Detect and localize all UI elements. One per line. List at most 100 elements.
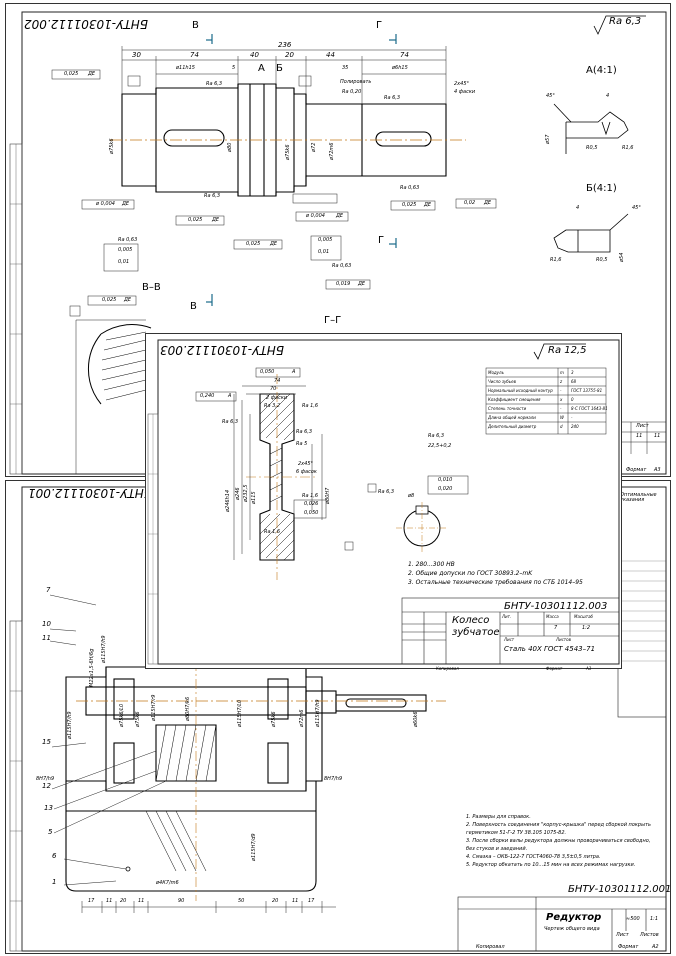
part-number-13: 13 <box>44 804 53 812</box>
params-row-2: Число зубьев z 68 <box>487 378 606 387</box>
assembly-tb-name: Редуктор <box>546 912 602 923</box>
fit-13: ø4К7/m6 <box>156 880 179 886</box>
rough-ra63-a: Ra 6,3 <box>206 81 223 87</box>
fit-9: ø72m6 <box>299 709 305 727</box>
detail-a-r16: R1,6 <box>622 145 634 151</box>
rough-ra63-c: Ra 6,3 <box>204 193 221 199</box>
keyway-tol-1: 0,010 <box>438 477 453 483</box>
gear-params-table: Модуль m 3 Число зубьев z 68 Нормальный … <box>487 369 608 432</box>
gear-tb-name-1: Колесо <box>452 615 490 626</box>
fit-8: ø75k6 <box>271 711 277 728</box>
gear-note-3: 3. Остальные технические требования по С… <box>408 579 583 586</box>
dim-40: 40 <box>250 51 259 59</box>
gear-bore: ø80H7 <box>325 487 331 504</box>
detail-b-4: 4 <box>576 205 580 211</box>
gear-code-stamp: БНТУ-10301112.003 <box>160 343 285 357</box>
gear-ra63-a: Ra 6,3 <box>222 419 239 425</box>
gear-roughness: Ra 12,5 <box>548 345 587 356</box>
assembly-note-3: 3. После сборки валы редуктора должны пр… <box>466 838 651 844</box>
gear-tol-2-base: А <box>228 393 232 399</box>
detail-b-54: ø54 <box>619 252 625 262</box>
view-label-a: А <box>258 63 265 74</box>
tol-20: 0,025 <box>102 297 117 303</box>
tol-1-base: ДЕ <box>88 71 96 77</box>
param-sym: - <box>560 388 562 393</box>
detail-b-r16: R1,6 <box>550 257 562 263</box>
param-sym: z <box>560 379 563 384</box>
tol-20-base: ДЕ <box>124 297 132 303</box>
part-number-11: 11 <box>42 634 51 642</box>
part-number-7: 7 <box>46 586 51 594</box>
param-val: - <box>571 415 573 420</box>
assembly-tb-scale: 1:1 <box>650 916 659 922</box>
assembly-code-stamp: БНТУ-10301112.001 <box>28 486 153 500</box>
param-name: Число зубьев <box>488 379 516 384</box>
gear-tb-code: БНТУ-10301112.003 <box>504 601 608 612</box>
assembly-tb-sheets: Листов <box>640 932 659 938</box>
dim-shaft-d1: ø75k6 <box>109 138 115 155</box>
param-name: Делительный диаметр <box>488 424 537 429</box>
param-name: Нормальный исходный контур <box>488 388 553 393</box>
detail-a-57: ø57 <box>545 134 551 144</box>
params-row-5: Степень точности - 8-С ГОСТ 1643-81 <box>487 405 608 414</box>
bottom-dim-5: 90 <box>178 898 185 904</box>
param-val: 8-С ГОСТ 1643-81 <box>571 406 608 411</box>
tol-11-base: ДЕ <box>484 200 492 206</box>
section-label-g-top: Г <box>376 20 383 31</box>
assembly-notes: 1. Размеры для справок. 2. Поверхность с… <box>466 815 656 871</box>
assembly-note-4: 4. Смазка – ОКБ-122-7 ГОСТ4060-78 3,5±0,… <box>466 854 601 860</box>
detail-a-r05: R0,5 <box>586 145 598 151</box>
gear-tol-4: 0,050 <box>304 510 319 516</box>
detail-b-title: Б(4:1) <box>586 183 617 194</box>
dim-shaft-d3: ø75k6 <box>285 144 291 161</box>
dim-keyway-1: ø11h15 <box>176 65 195 71</box>
params-row-7: Делительный диаметр d 240 <box>487 423 606 432</box>
tol-15: 0,01 <box>118 259 130 265</box>
gear-tol-1: 0,050 <box>260 369 275 375</box>
gear-tol-3: 0,026 <box>304 501 319 507</box>
part-number-6: 6 <box>52 852 57 860</box>
detail-a-4: 4 <box>606 93 610 99</box>
param-sym: - <box>560 406 562 411</box>
gear-notes: 1. 280...300 НВ 2. Общие допуски по ГОСТ… <box>408 562 608 589</box>
tol-12-base: ДЕ <box>336 213 344 219</box>
gear-hub: ø115 <box>251 491 257 504</box>
gear-chamfer-6: 6 фасок <box>296 469 317 475</box>
gear-tb-mass: 7 <box>554 625 558 631</box>
param-sym: W <box>560 415 564 420</box>
bottom-dim-6: 50 <box>238 898 245 904</box>
params-row-6: Длина общей нормали W - <box>487 414 606 423</box>
dim-74a: 74 <box>190 51 199 59</box>
fit-14: 8Н7/h9 <box>36 776 55 782</box>
dim-30: 30 <box>132 51 141 59</box>
tol-19-base: ДЕ <box>358 281 366 287</box>
part-number-10: 10 <box>42 620 51 628</box>
assembly-note-1: 1. Размеры для справок. <box>466 814 531 820</box>
shaft-tb-num1: 11 <box>636 433 643 439</box>
assembly-tb-sheet: Лист <box>616 932 629 938</box>
keyway-ra63-b: Ra 6,3 <box>378 489 395 495</box>
assembly-format-label: Формат <box>618 944 639 950</box>
fit-2: ø115H7/h9 <box>101 635 107 663</box>
gear-ra16-b: Ra 1,6 <box>264 529 281 535</box>
gear-ra16-a: Ra 1,6 <box>302 403 319 409</box>
param-name: Степень точности <box>488 406 527 411</box>
bottom-dim-1: 17 <box>88 898 95 904</box>
dim-236: 236 <box>278 41 292 49</box>
fit-16: ø115H7/d9 <box>251 833 257 861</box>
dim-keyway-2: ø6h15 <box>392 65 408 71</box>
bottom-dim-2: 11 <box>106 898 113 904</box>
assembly-copied: Копировал <box>476 944 505 950</box>
shaft-roughness: Ra 6,3 <box>609 16 642 27</box>
rough-ra020: Ra 0,20 <box>342 89 362 95</box>
gear-ra16-c: Ra 1,6 <box>302 493 319 499</box>
gear-note-2: 2. Общие допуски по ГОСТ 30893.2–mK <box>408 570 533 577</box>
assembly-tb-code: БНТУ-10301112.001 <box>568 884 672 895</box>
dim-44: 44 <box>326 51 335 59</box>
gear-root: ø232,5 <box>243 484 249 502</box>
section-title-gg: Г–Г <box>324 315 342 326</box>
gear-tb-material: Сталь 40Х ГОСТ 4543–71 <box>504 645 596 653</box>
tol-19: 0,019 <box>336 281 351 287</box>
fit-15: 8Н7/h9 <box>324 776 343 782</box>
gear-dim-74: 74 <box>274 378 281 384</box>
